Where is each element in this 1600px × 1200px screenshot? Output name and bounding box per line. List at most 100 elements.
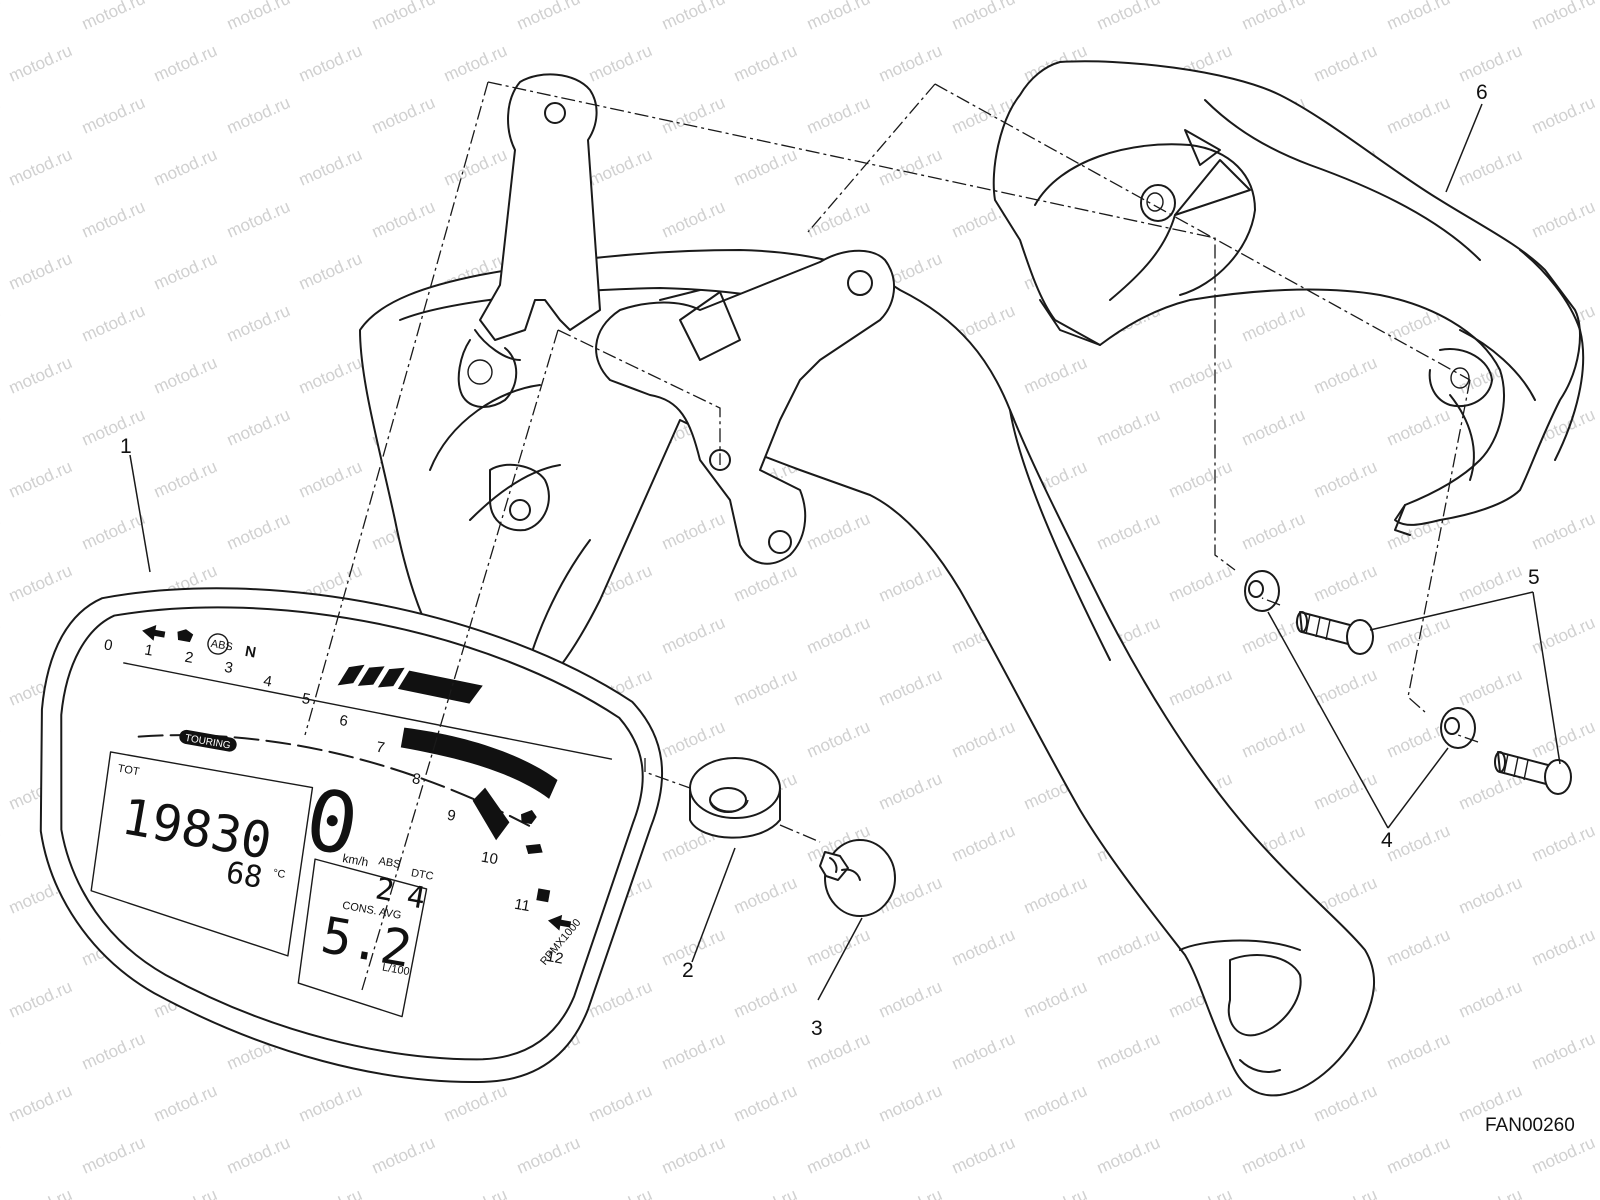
watermark-text: motod.ru [1021,873,1090,918]
watermark-text: motod.ru [6,457,75,502]
watermark-text: motod.ru [1456,1185,1525,1200]
watermark-text: motod.ru [224,301,293,346]
watermark-text: motod.ru [1384,821,1453,866]
watermark-text: motod.ru [441,1185,510,1200]
rpm-tick-3: 3 [223,659,234,677]
watermark-text: motod.ru [151,1081,220,1126]
watermark-text: motod.ru [1529,93,1598,138]
rpm-tick-10: 10 [480,849,499,869]
watermark-text: motod.ru [731,873,800,918]
watermark-text: motod.ru [1384,405,1453,450]
watermark-text: motod.ru [296,145,365,190]
watermark-text: motod.ru [1529,0,1598,34]
watermark-text: motod.ru [659,717,728,762]
watermark-text: motod.ru [0,925,3,970]
watermark-text: motod.ru [1094,0,1163,34]
watermark-text: motod.ru [586,1081,655,1126]
watermark-text: motod.ru [1021,353,1090,398]
part-3-bushing [819,839,896,917]
watermark-text: motod.ru [876,1081,945,1126]
watermark-text: motod.ru [224,1133,293,1178]
watermark-text: motod.ru [1094,925,1163,970]
drawing-code: FAN00260 [1485,1115,1575,1136]
part-6-instrument-cover [992,60,1585,536]
abs-label: ABS [378,855,402,871]
watermark-text: motod.ru [586,145,655,190]
watermark-text: motod.ru [1311,665,1380,710]
watermark-text: motod.ru [0,1133,3,1178]
watermark-text: motod.ru [1456,41,1525,86]
watermark-text: motod.ru [1311,41,1380,86]
watermark-text: motod.ru [1529,821,1598,866]
watermark-text: motod.ru [6,249,75,294]
watermark-text: motod.ru [1239,717,1308,762]
watermark-text: motod.ru [296,457,365,502]
watermark-text: motod.ru [876,561,945,606]
traction-control-label: DTC [410,867,434,883]
abs-value: 2 [373,871,397,909]
rpm-tick-4: 4 [262,672,273,690]
watermark-text: motod.ru [0,613,3,658]
watermark-text: motod.ru [1166,457,1235,502]
watermark-text: motod.ru [224,509,293,554]
watermark-text: motod.ru [1384,1133,1453,1178]
callout-3: 3 [811,1017,823,1040]
watermark-text: motod.ru [224,197,293,242]
watermark-text: motod.ru [0,1029,3,1074]
watermark-text: motod.ru [369,197,438,242]
watermark-text: motod.ru [1094,1029,1163,1074]
watermark-text: motod.ru [1456,977,1525,1022]
watermark-text: motod.ru [731,145,800,190]
watermark-text: motod.ru [1311,561,1380,606]
watermark-text: motod.ru [441,145,510,190]
part-1-instrument-panel: ABS [39,587,664,1083]
watermark-text: motod.ru [1529,717,1598,762]
watermark-text: motod.ru [514,1133,583,1178]
watermark-text: motod.ru [79,509,148,554]
rpm-tick-9: 9 [446,807,457,825]
watermark-text: motod.ru [731,561,800,606]
watermark-text: motod.ru [79,0,148,34]
watermark-text: motod.ru [1529,509,1598,554]
watermark-text: motod.ru [876,665,945,710]
watermark-text: motod.ru [224,405,293,450]
watermark-text: motod.ru [6,1185,75,1200]
watermark-text: motod.ru [1529,197,1598,242]
part-2-grommet [689,757,781,839]
watermark-text: motod.ru [804,93,873,138]
watermark-text: motod.ru [949,1029,1018,1074]
watermark-text: motod.ru [1239,509,1308,554]
watermark-text: motod.ru [804,197,873,242]
watermark-text: motod.ru [369,0,438,34]
watermark-text: motod.ru [151,41,220,86]
watermark-text: motod.ru [1239,405,1308,450]
watermark-text: motod.ru [1456,665,1525,710]
watermark-text: motod.ru [79,301,148,346]
watermark-text: motod.ru [659,1029,728,1074]
rpm-tick-2: 2 [183,649,194,667]
watermark-text: motod.ru [0,717,3,762]
watermark-text: motod.ru [6,561,75,606]
watermark-text: motod.ru [6,977,75,1022]
watermark-text: motod.ru [1166,1081,1235,1126]
watermark-text: motod.ru [1094,1133,1163,1178]
callout-2: 2 [682,959,694,982]
watermark-text: motod.ru [1021,977,1090,1022]
leader-lines [129,103,1561,1001]
watermark-text: motod.ru [151,353,220,398]
watermark-text: motod.ru [0,197,3,242]
watermark-text: motod.ru [1311,1185,1380,1200]
watermark-text: motod.ru [1311,353,1380,398]
watermark-text: motod.ru [659,1133,728,1178]
watermark-text: motod.ru [224,93,293,138]
traction-control-value: 4 [404,879,428,917]
watermark-text: motod.ru [1239,301,1308,346]
watermark-text: motod.ru [1529,1133,1598,1178]
watermark-text: motod.ru [1384,925,1453,970]
watermark-text: motod.ru [876,41,945,86]
watermark-text: motod.ru [369,1133,438,1178]
watermark-text: motod.ru [0,405,3,450]
watermark-text: motod.ru [949,717,1018,762]
svg-text:ABS: ABS [210,638,234,654]
